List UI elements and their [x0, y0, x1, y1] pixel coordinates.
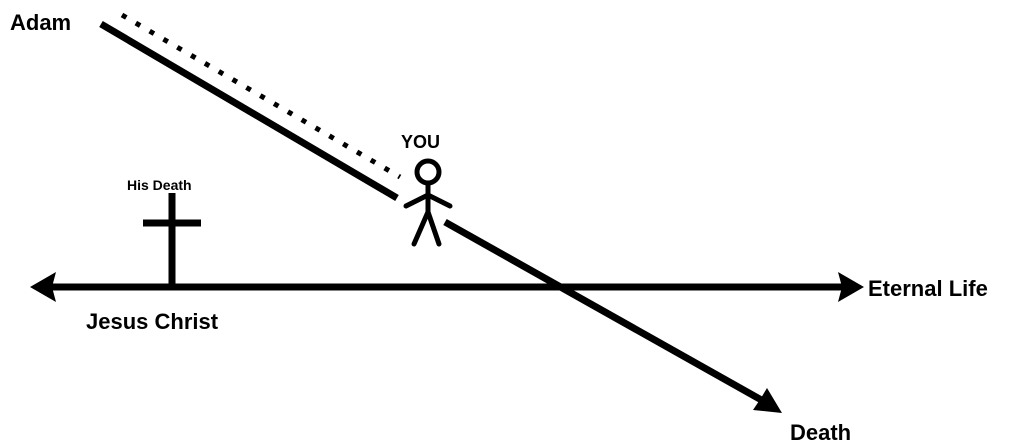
you-label: YOU — [401, 132, 440, 152]
stick-figure-icon — [403, 158, 453, 247]
figure-leg-right — [425, 209, 442, 247]
figure-leg-left — [411, 209, 431, 247]
figure-arm-left — [403, 192, 431, 209]
figure-head — [414, 158, 442, 186]
dotted-line — [120, 12, 402, 180]
jesus-christ-label: Jesus Christ — [86, 309, 219, 334]
cross-icon — [143, 193, 201, 287]
his-death-label: His Death — [127, 177, 192, 193]
death-label: Death — [790, 420, 851, 445]
eternal-life-label: Eternal Life — [868, 276, 988, 301]
adam-label: Adam — [10, 10, 71, 35]
diagonal-line-upper — [99, 20, 399, 202]
right-arrowhead-icon — [838, 272, 864, 302]
diagonal-line-lower — [443, 218, 767, 406]
figure-arm-right — [425, 192, 453, 209]
death-line — [99, 20, 782, 413]
eternal-life-line — [30, 272, 864, 302]
death-arrowhead-icon — [753, 388, 782, 413]
left-arrowhead-icon — [30, 272, 56, 302]
